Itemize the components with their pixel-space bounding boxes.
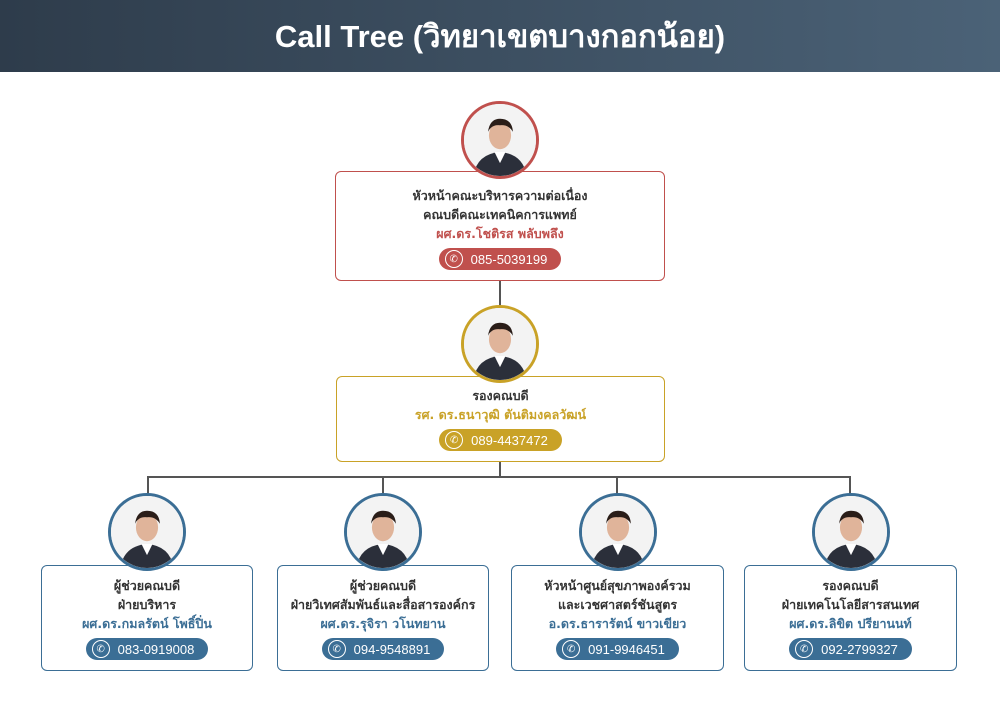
role-line: ฝ่ายเทคโนโลยีสารสนเทศ — [781, 597, 920, 612]
connector-line — [499, 280, 501, 306]
phone-number: 094-9548891 — [353, 641, 431, 657]
avatar-icon — [111, 496, 183, 568]
person-name: อ.ดร.ธารารัตน์ ขาวเขียว — [548, 616, 687, 631]
avatar-icon — [464, 104, 536, 176]
phone-number: 092-2799327 — [821, 641, 898, 657]
avatar-icon — [814, 496, 887, 568]
avatar-icon — [581, 496, 654, 568]
person-name: รศ. ดร.ธนาวุฒิ ตันติมงคลวัฒน์ — [414, 407, 587, 422]
connector-line — [616, 476, 618, 494]
phone-button[interactable]: ✆ 089-4437472 — [439, 429, 562, 451]
phone-icon: ✆ — [445, 431, 464, 449]
phone-icon: ✆ — [91, 640, 110, 658]
person-card: รองคณบดีรศ. ดร.ธนาวุฒิ ตันติมงคลวัฒน์ ✆ 08… — [336, 376, 665, 462]
phone-button[interactable]: ✆ 083-0919008 — [85, 638, 209, 660]
page-title: Call Tree (วิทยาเขตบางกอกน้อย) — [274, 19, 726, 54]
phone-number: 085-5039199 — [470, 251, 548, 267]
phone-icon: ✆ — [795, 640, 814, 658]
connector-line — [499, 461, 501, 476]
role-line: ผู้ช่วยคณบดี — [349, 578, 417, 593]
person-name: ผศ.ดร.โชติรส พลับพลึง — [436, 226, 564, 241]
person-card: ผู้ช่วยคณบดีฝ่ายบริหารผศ.ดร.กมลรัตน์ โพธ… — [41, 565, 253, 671]
phone-icon: ✆ — [562, 640, 581, 658]
phone-number: 091-9946451 — [588, 641, 665, 657]
phone-button[interactable]: ✆ 091-9946451 — [556, 638, 679, 660]
page-header: Call Tree (วิทยาเขตบางกอกน้อย) — [0, 0, 1000, 72]
role-line: หัวหน้าคณะบริหารความต่อเนื่อง — [412, 188, 588, 203]
phone-number: 089-4437472 — [471, 432, 548, 448]
role-line: และเวชศาสตร์ชันสูตร — [557, 597, 678, 612]
person-card: รองคณบดีฝ่ายเทคโนโลยีสารสนเทศผศ.ดร.ลิขิต… — [744, 565, 957, 671]
avatar — [108, 493, 186, 571]
role-line: ผู้ช่วยคณบดี — [113, 578, 181, 593]
role-line: รองคณบดี — [472, 388, 529, 403]
role-line: ฝ่ายวิเทศสัมพันธ์และสื่อสารองค์กร — [290, 597, 476, 612]
phone-icon: ✆ — [327, 640, 346, 658]
avatar — [811, 493, 890, 571]
person-card: ผู้ช่วยคณบดีฝ่ายวิเทศสัมพันธ์และสื่อสารอ… — [277, 565, 489, 671]
avatar-icon — [347, 496, 419, 568]
phone-icon: ✆ — [444, 250, 463, 268]
avatar — [344, 493, 422, 571]
avatar-icon — [464, 308, 536, 380]
phone-number: 083-0919008 — [117, 641, 195, 657]
role-line: หัวหน้าศูนย์สุขภาพองค์รวม — [544, 578, 691, 593]
person-card: หัวหน้าคณะบริหารความต่อเนื่องคณบดีคณะเทค… — [335, 171, 665, 281]
avatar — [578, 493, 657, 571]
role-line: ฝ่ายบริหาร — [117, 597, 177, 612]
connector-line — [382, 476, 384, 494]
role-line: รองคณบดี — [822, 578, 879, 593]
person-card: หัวหน้าศูนย์สุขภาพองค์รวมและเวชศาสตร์ชัน… — [511, 565, 724, 671]
person-name: ผศ.ดร.ลิขิต ปรียานนท์ — [789, 616, 912, 631]
avatar — [461, 101, 539, 179]
avatar — [461, 305, 539, 383]
connector-line — [147, 476, 850, 478]
connector-line — [849, 476, 851, 494]
person-name: ผศ.ดร.รุจิรา วโนทยาน — [320, 616, 446, 631]
role-line: คณบดีคณะเทคนิคการแพทย์ — [423, 207, 577, 222]
phone-button[interactable]: ✆ 085-5039199 — [438, 248, 562, 270]
phone-button[interactable]: ✆ 094-9548891 — [321, 638, 445, 660]
person-name: ผศ.ดร.กมลรัตน์ โพธิ์ปิ่น — [82, 616, 212, 631]
connector-line — [147, 476, 149, 494]
phone-button[interactable]: ✆ 092-2799327 — [789, 638, 912, 660]
